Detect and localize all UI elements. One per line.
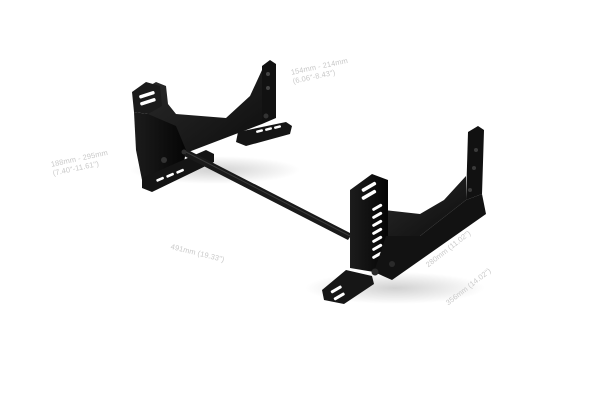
right-bracket bbox=[322, 126, 486, 304]
left-bracket bbox=[132, 60, 292, 192]
cross-rod bbox=[184, 150, 352, 240]
